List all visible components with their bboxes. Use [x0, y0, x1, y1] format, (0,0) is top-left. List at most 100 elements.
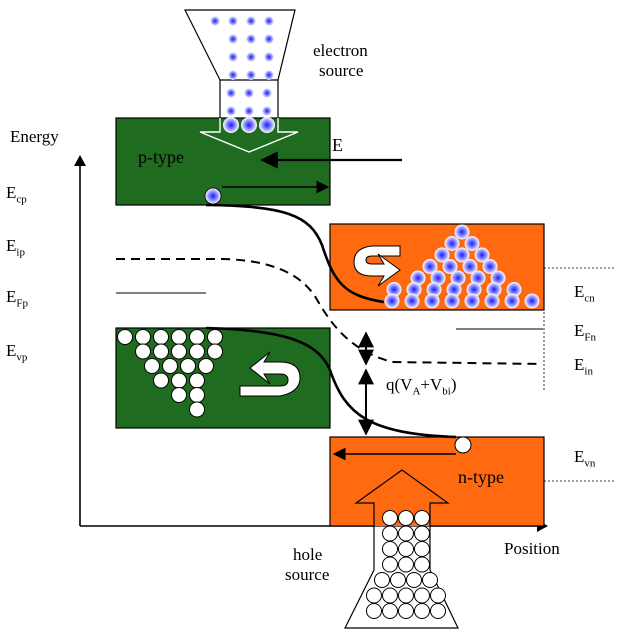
level-sub: vp — [16, 351, 28, 364]
electron-dot — [504, 293, 520, 309]
level-main: E — [6, 183, 17, 202]
electron-dot — [454, 247, 470, 263]
electron-dot — [466, 282, 482, 297]
electron-dot — [244, 106, 254, 116]
hole-dot — [117, 329, 133, 345]
level-main: E — [574, 355, 585, 374]
electron-dot — [422, 259, 438, 274]
electron-dot — [228, 52, 238, 62]
hole-dot — [382, 541, 398, 557]
electron-dot — [434, 247, 450, 263]
electron-dot — [384, 293, 400, 309]
level-label-ecn: Ecn — [574, 283, 595, 304]
electron-dot — [226, 106, 236, 116]
hole-dot — [382, 556, 398, 573]
hole-dot — [414, 556, 430, 573]
electron-dot — [264, 70, 274, 80]
electron-neck-dots — [223, 117, 275, 133]
level-label-eip: Eip — [6, 237, 25, 258]
level-sub: cn — [584, 292, 595, 305]
electron-dot — [424, 293, 440, 309]
field-label: E — [332, 135, 343, 155]
electron-dot — [262, 88, 272, 98]
hole-dot — [189, 329, 205, 345]
hole-dot — [382, 510, 398, 526]
electron-dot — [246, 34, 256, 44]
hole-dot — [398, 541, 414, 557]
hole-dot — [382, 587, 398, 604]
voltage-suffix: ) — [450, 375, 457, 394]
level-main: E — [6, 236, 17, 255]
electron-dot — [406, 282, 422, 297]
level-sub: ip — [16, 246, 25, 259]
hole-dot — [162, 358, 178, 374]
electron-dot — [404, 293, 420, 309]
valence-band-curve — [205, 326, 457, 439]
electron-dot — [454, 224, 470, 240]
electron-dot — [430, 270, 446, 286]
electron-dot — [386, 282, 402, 297]
hole-dot — [144, 358, 160, 374]
n-type-label: n-type — [458, 467, 504, 487]
n-valence-block — [329, 436, 545, 527]
hole-dot — [153, 343, 169, 360]
hole-dot — [390, 572, 406, 588]
electron-dot — [490, 270, 506, 286]
electron-dot — [264, 34, 274, 44]
level-main: E — [574, 321, 585, 340]
hole-dot — [414, 603, 430, 619]
electron-dot — [462, 259, 478, 274]
electron-dot — [484, 293, 500, 309]
level-sub: Fn — [584, 331, 597, 344]
hole-dot — [398, 525, 414, 542]
electron-dot — [246, 52, 256, 62]
voltage-plus: +V — [420, 375, 443, 394]
electron-dot — [262, 106, 272, 116]
hole-dot — [207, 343, 223, 360]
hole-dot — [189, 343, 205, 360]
electron-dot — [444, 236, 460, 251]
hole-dot — [398, 510, 414, 526]
level-label-ein: Ein — [574, 356, 593, 377]
level-main: E — [574, 282, 585, 301]
electron-dot — [246, 16, 256, 26]
hole-dot — [398, 603, 414, 619]
level-main: E — [574, 447, 585, 466]
hole-dot — [382, 525, 398, 542]
level-label-ecp: Ecp — [6, 184, 27, 205]
n-electrons-cluster — [384, 224, 540, 309]
hole-dot — [171, 329, 187, 345]
electron-dot — [259, 117, 275, 133]
level-label-efp: EFp — [6, 288, 28, 309]
voltage-prefix: q(V — [386, 375, 413, 394]
hole-dot — [414, 587, 430, 604]
conduction-band-curve — [205, 203, 385, 304]
hole-dot — [414, 541, 430, 557]
electron-dot — [264, 16, 274, 26]
electron-dot — [226, 88, 236, 98]
electron-dot — [210, 16, 220, 26]
level-label-efn: EFn — [574, 322, 596, 343]
hole-dot — [207, 329, 223, 345]
hole-dot — [171, 343, 187, 360]
hole-dot — [135, 329, 151, 345]
electron-dot — [464, 236, 480, 251]
hole-dot — [382, 603, 398, 619]
hole-source-label-1: hole — [293, 545, 323, 564]
electron-dot — [506, 282, 522, 297]
hole-dot — [430, 587, 446, 604]
p-uturn-arrow — [239, 351, 301, 397]
level-sub: cp — [16, 193, 27, 206]
hole-dot — [366, 587, 382, 604]
electron-source-label-1: electron — [313, 41, 368, 60]
hole-dot — [406, 572, 422, 588]
n-uturn-arrow — [353, 245, 401, 287]
voltage-label: q(VA+Vbi) — [386, 376, 457, 397]
electron-source-label-2: source — [319, 61, 364, 80]
electron-dot — [264, 52, 274, 62]
level-label-evn: Evn — [574, 448, 595, 469]
voltage-sub-a: A — [412, 385, 421, 398]
energy-axis-arrowhead — [74, 155, 86, 166]
hole-dot — [189, 401, 205, 418]
hole-dot — [422, 572, 438, 588]
